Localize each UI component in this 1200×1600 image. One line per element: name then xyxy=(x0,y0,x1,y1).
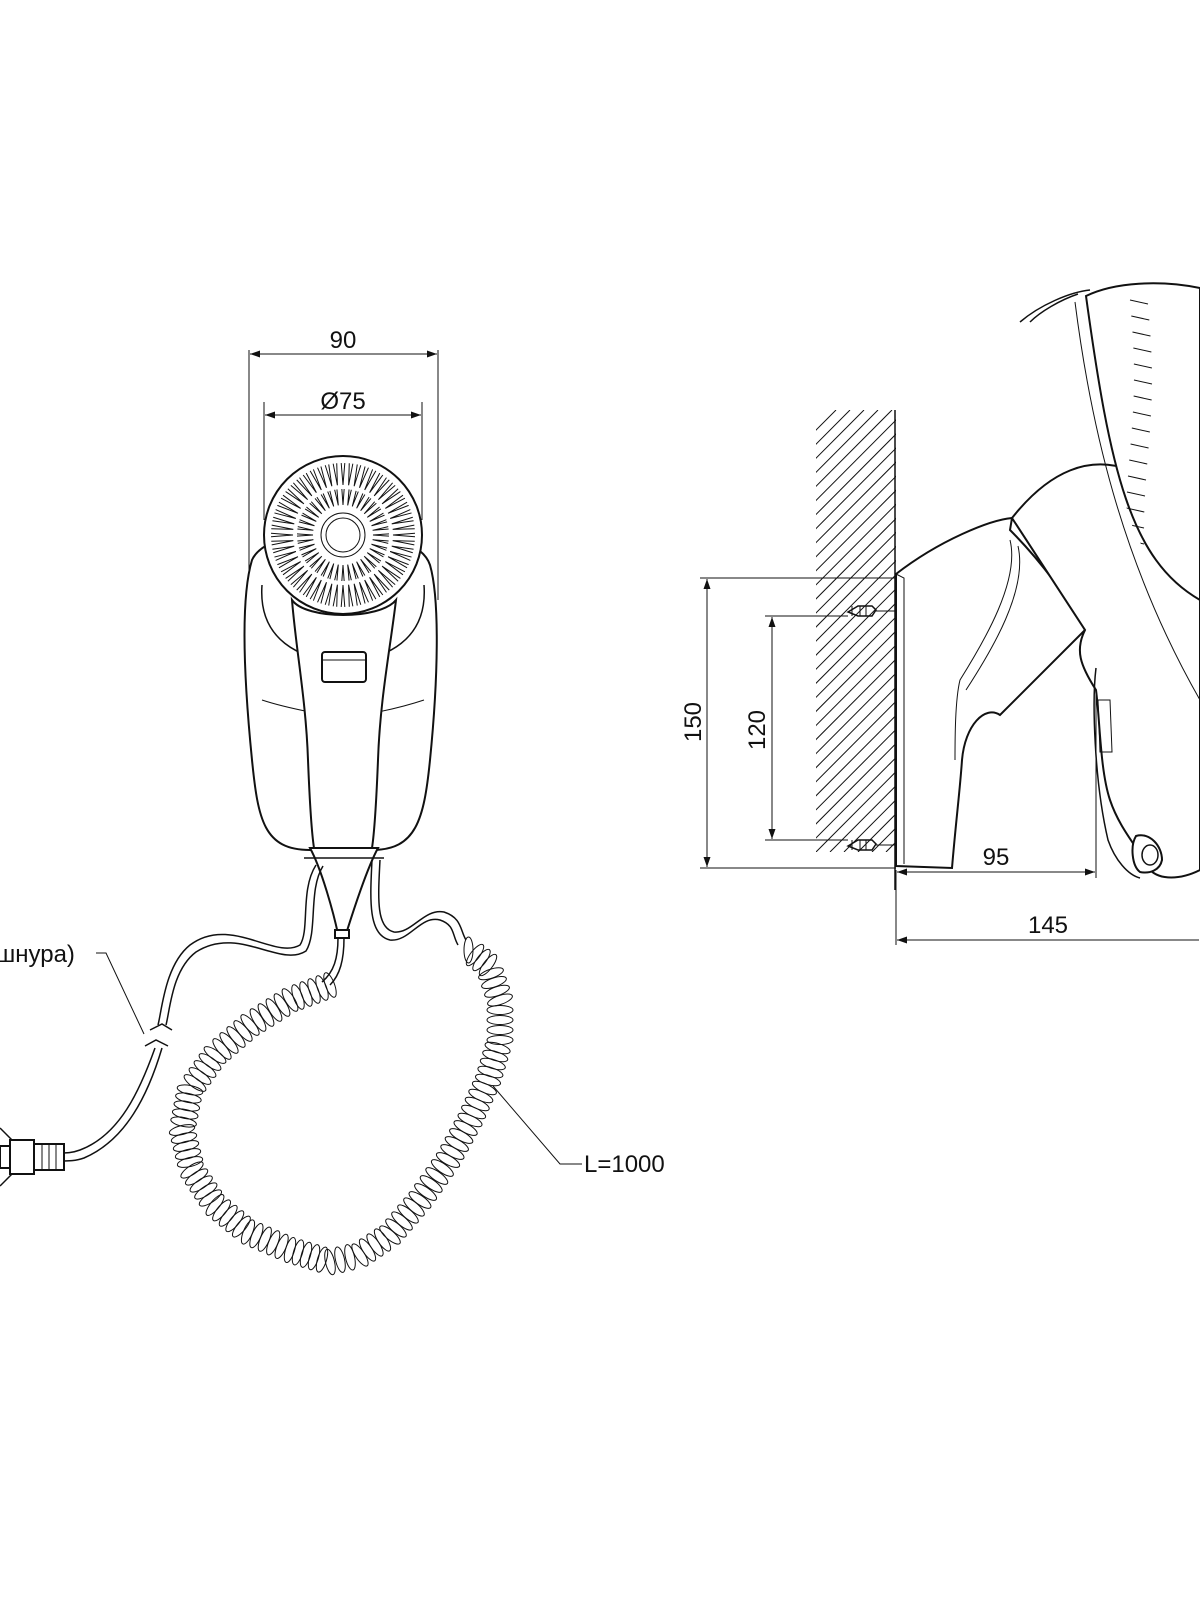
dimension-width-90: 90 xyxy=(248,327,439,600)
label-screw-120: 120 xyxy=(744,710,771,750)
dryer-handle xyxy=(290,596,398,849)
label-depth-145: 145 xyxy=(1028,912,1068,939)
screw-lower xyxy=(846,839,896,851)
power-switch xyxy=(321,651,367,683)
leader-cord-length: L=1000 xyxy=(492,1085,665,1178)
power-plug xyxy=(0,1127,65,1187)
dimension-height-150: 150 xyxy=(680,577,896,869)
label-cord-note: шнура) xyxy=(0,941,75,968)
cord-boot xyxy=(308,847,380,935)
leader-cord-note: шнура) xyxy=(0,941,145,1035)
label-depth-95: 95 xyxy=(983,844,1010,871)
label-width-90: 90 xyxy=(330,327,357,354)
screw-upper xyxy=(846,605,896,617)
coiled-cord-lead xyxy=(329,937,345,986)
grille-profile xyxy=(1084,282,1200,602)
power-cord xyxy=(157,864,317,1026)
front-view: 90 Ø75 xyxy=(0,327,665,1276)
dimension-depth-95: 95 xyxy=(895,690,1097,945)
label-height-150: 150 xyxy=(680,702,707,742)
side-view: 150 120 95 145 xyxy=(680,282,1200,945)
label-cord-length: L=1000 xyxy=(584,1151,665,1178)
grille-pattern xyxy=(270,462,416,608)
label-diameter-75: Ø75 xyxy=(320,388,365,415)
dimension-screw-120: 120 xyxy=(744,615,848,841)
dimension-depth-145: 145 xyxy=(897,912,1199,944)
dimension-diameter-75: Ø75 xyxy=(263,388,423,520)
coiled-cord xyxy=(168,936,514,1276)
